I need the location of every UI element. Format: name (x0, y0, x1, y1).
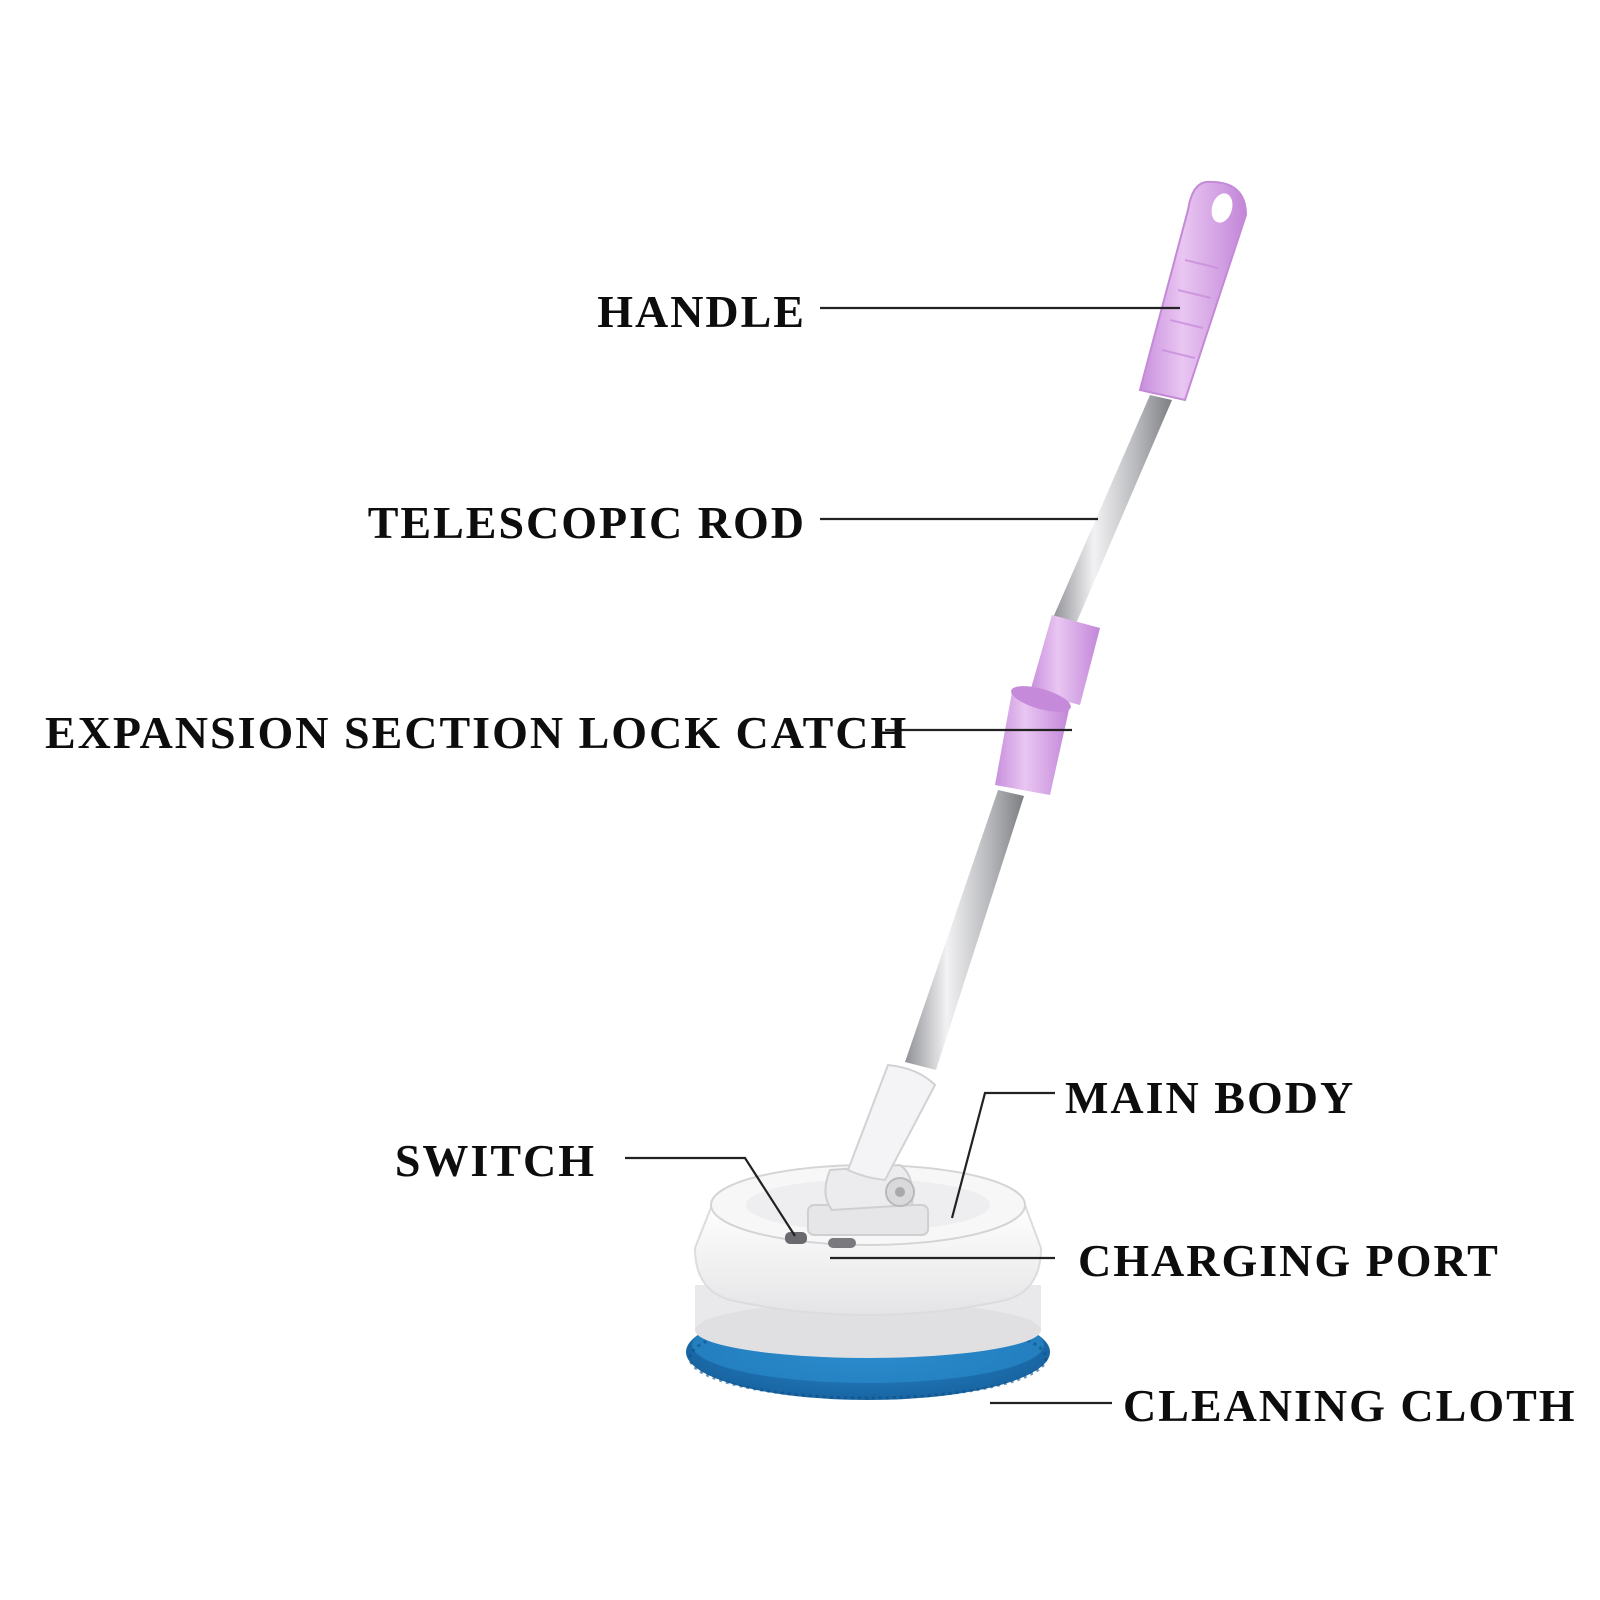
lower-rod-shape (905, 790, 1024, 1070)
label-lock-catch: EXPANSION SECTION LOCK CATCH (45, 707, 909, 758)
switch-button-shape (785, 1232, 807, 1244)
label-main-body: MAIN BODY (1065, 1072, 1356, 1123)
joint-bracket (807, 1063, 937, 1236)
label-cleaning-cloth: CLEANING CLOTH (1123, 1380, 1577, 1431)
lock-catch-shape (995, 615, 1100, 795)
leader-line-switch (625, 1156, 796, 1237)
leader-line-main-body (950, 1091, 1055, 1219)
charging-port-shape (828, 1238, 856, 1248)
label-handle: HANDLE (597, 286, 806, 337)
label-switch: SWITCH (394, 1135, 596, 1186)
label-telescopic-rod: TELESCOPIC ROD (367, 497, 806, 548)
handle-grip-shape (1138, 180, 1248, 402)
leader-lines (625, 306, 1180, 1405)
upper-rod-shape (1052, 395, 1172, 626)
label-charging-port: CHARGING PORT (1078, 1235, 1500, 1286)
